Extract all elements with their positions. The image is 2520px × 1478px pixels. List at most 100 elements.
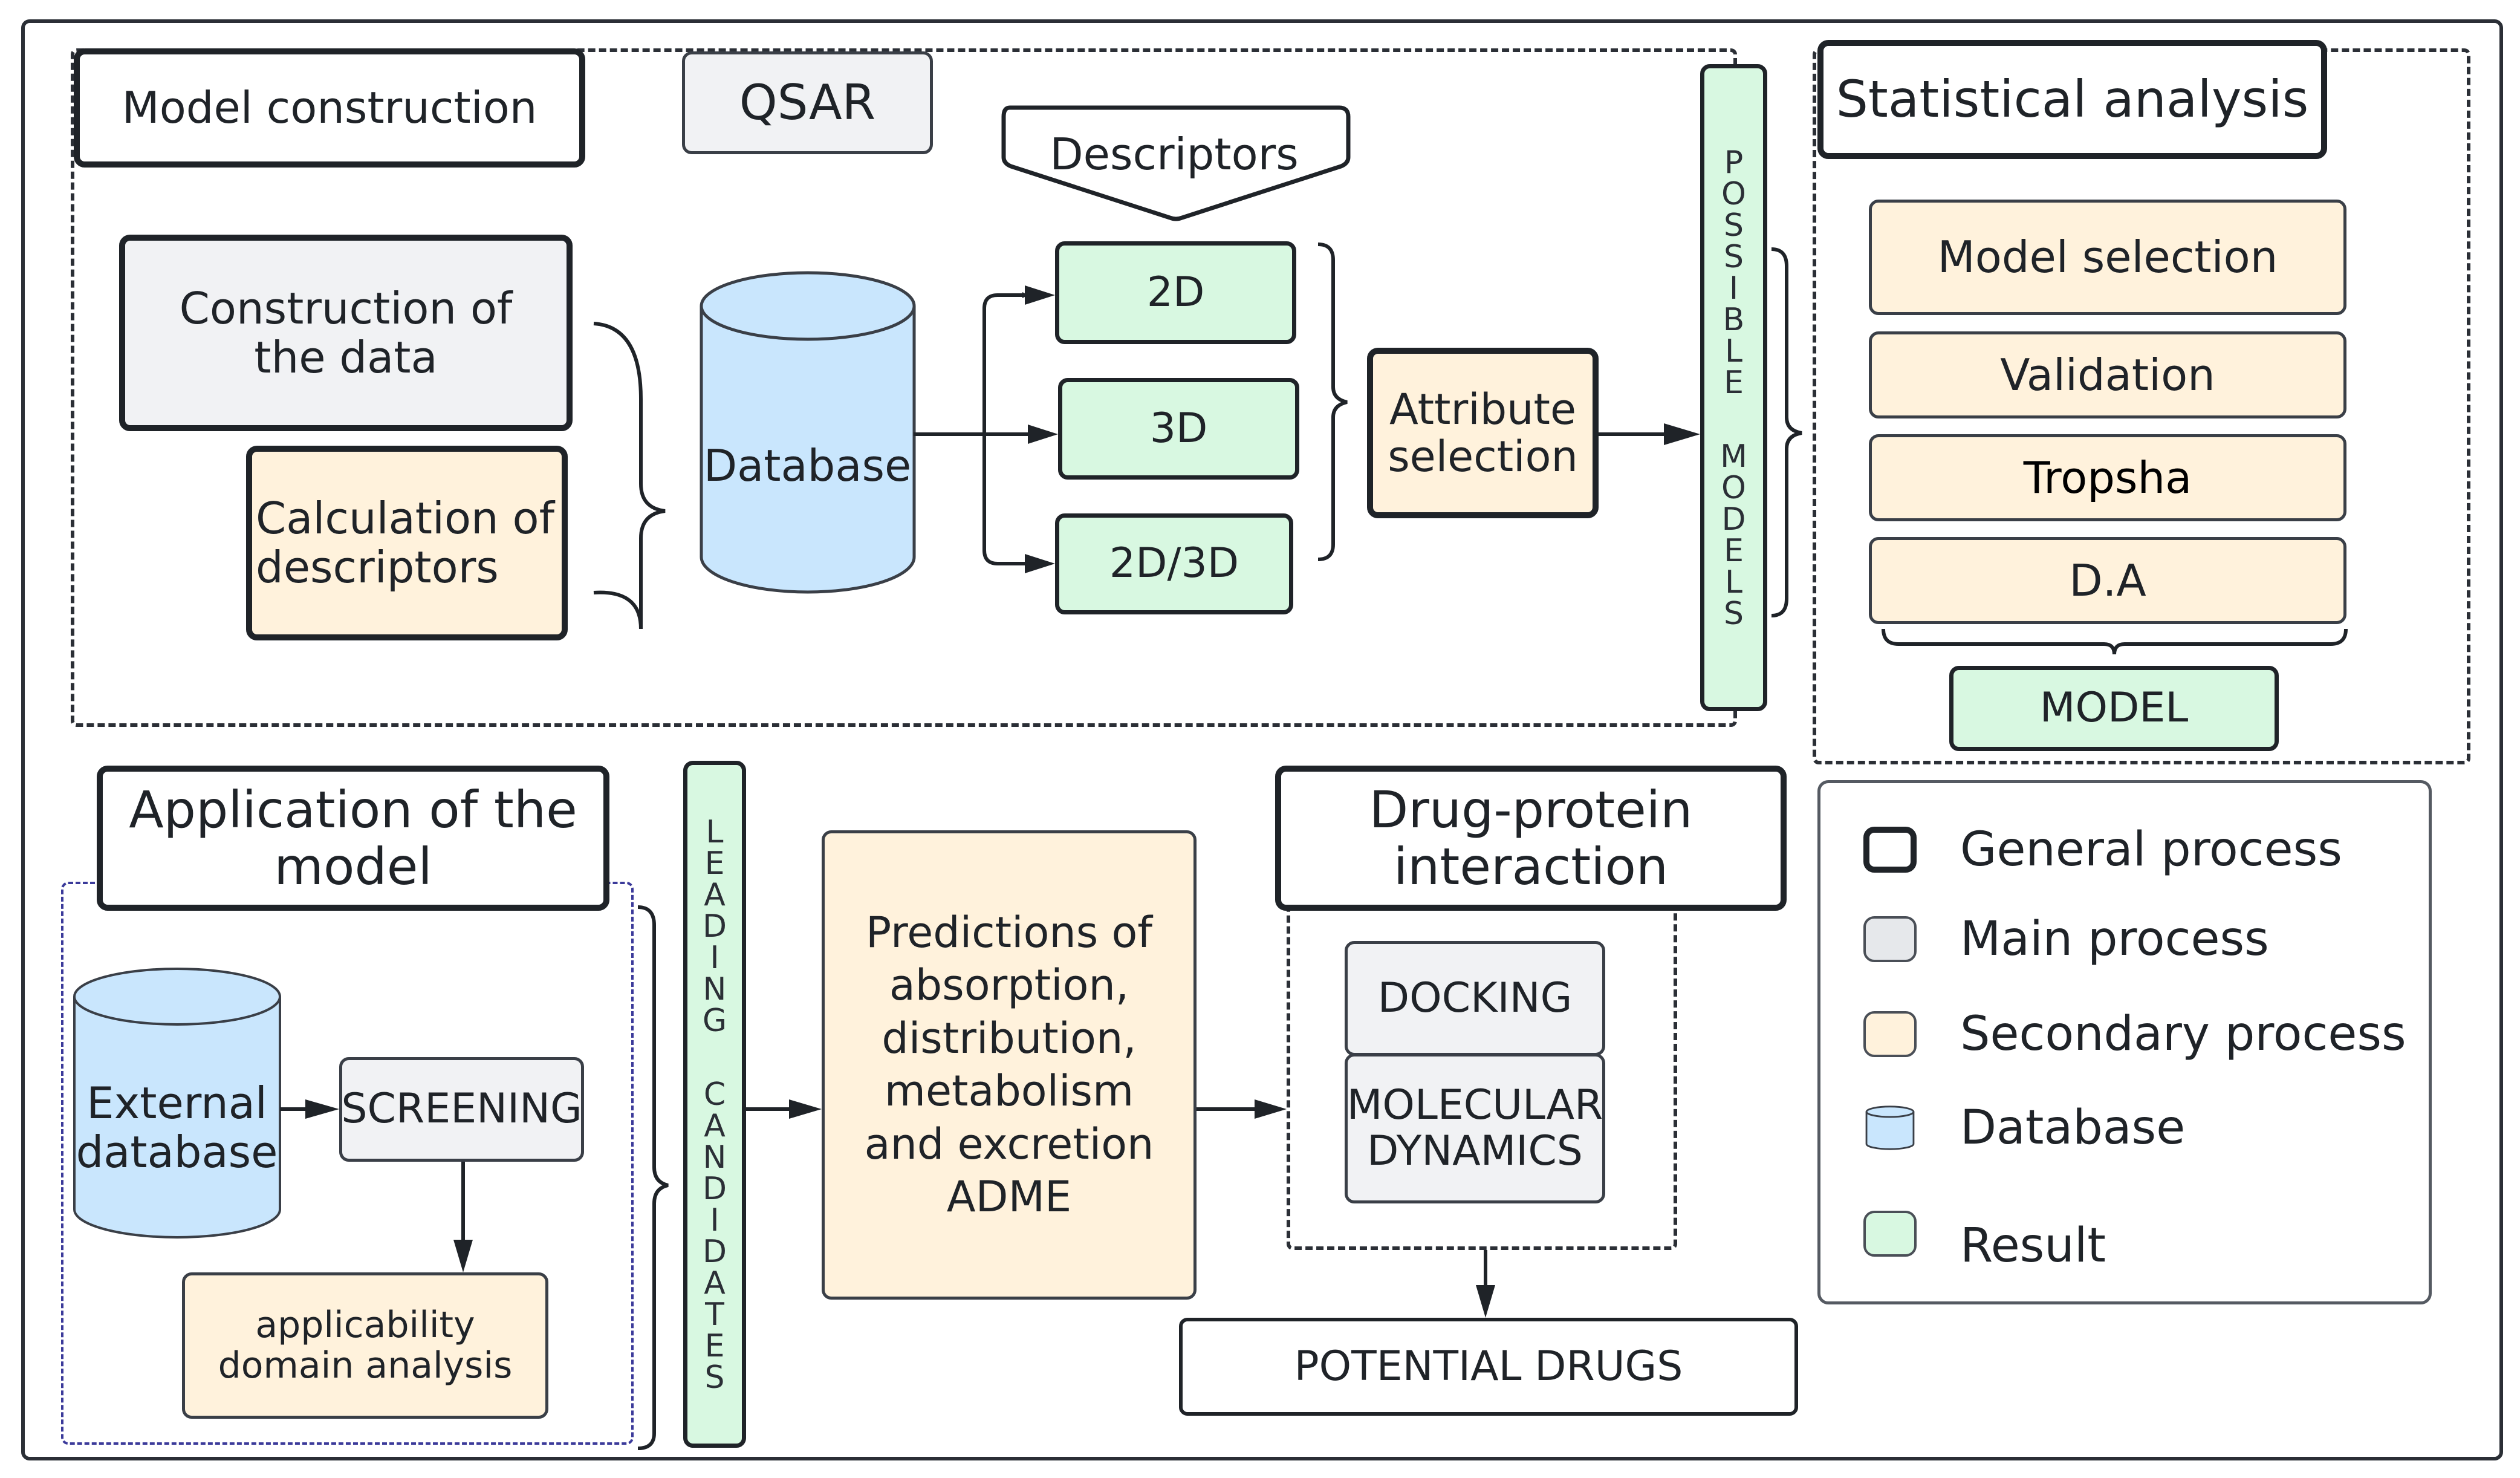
vertical-letter: T bbox=[705, 1297, 724, 1333]
arrowhead-drugprotein bbox=[1255, 1099, 1287, 1119]
descriptors-header-shape bbox=[1001, 105, 1351, 221]
vertical-letter: I bbox=[1729, 270, 1739, 307]
database-cylinder-icon bbox=[700, 271, 916, 594]
legend-item-result: Result bbox=[1863, 1194, 2106, 1273]
descriptor-2d-box: 2D bbox=[1055, 241, 1296, 344]
model-selection-box: Model selection bbox=[1869, 200, 2346, 315]
arrowhead-possible-models bbox=[1664, 423, 1700, 445]
rounded-square-outline-icon bbox=[1863, 827, 1917, 873]
arrowhead-2d3d bbox=[1025, 554, 1055, 573]
cylinder-icon bbox=[1865, 1105, 1915, 1150]
arrowhead-applicability bbox=[453, 1240, 473, 1272]
vertical-letter: S bbox=[704, 1359, 725, 1396]
arrowhead-potential bbox=[1476, 1285, 1495, 1318]
brace-inputs bbox=[593, 322, 666, 630]
vertical-letter: A bbox=[704, 1108, 726, 1144]
diagram-frame bbox=[21, 19, 2503, 1460]
legend-item-database: Database bbox=[1863, 1101, 2185, 1155]
arrowhead-3d bbox=[1028, 425, 1058, 444]
brace-statistical bbox=[1882, 628, 2348, 655]
vertical-letter: E bbox=[704, 1328, 725, 1364]
construction-of-data-text: Construction of the data bbox=[179, 282, 513, 383]
vertical-letter: C bbox=[703, 1076, 726, 1113]
molecular-dynamics-text: MOLECULAR DYNAMICS bbox=[1346, 1081, 1603, 1175]
legend-label: Main process bbox=[1960, 912, 2269, 966]
qsar-label: QSAR bbox=[682, 51, 933, 154]
tropsha-text: Tropsha bbox=[2023, 452, 2192, 503]
brace-descriptors bbox=[1317, 243, 1348, 561]
vertical-letter: O bbox=[1721, 176, 1746, 212]
arrowhead-screening bbox=[305, 1099, 339, 1119]
construction-of-data-box: Construction of the data bbox=[119, 235, 573, 431]
da-box: D.A bbox=[1869, 537, 2346, 624]
vertical-letter: E bbox=[704, 845, 725, 882]
applicability-box: applicability domain analysis bbox=[182, 1272, 548, 1419]
vertical-letter: D bbox=[1721, 501, 1746, 538]
vertical-letter: O bbox=[1721, 470, 1746, 506]
descriptor-3d-text: 3D bbox=[1149, 404, 1208, 452]
legend-label: Result bbox=[1960, 1219, 2106, 1273]
arrowhead-2d bbox=[1025, 285, 1055, 305]
legend-label: General process bbox=[1960, 822, 2342, 877]
statistical-analysis-title-text: Statistical analysis bbox=[1836, 70, 2309, 129]
descriptors-header: Descriptors bbox=[1001, 121, 1348, 187]
qsar-text: QSAR bbox=[739, 74, 876, 131]
gray-square-icon bbox=[1863, 916, 1917, 962]
legend bbox=[1817, 780, 2432, 1304]
vertical-letter: G bbox=[702, 1003, 727, 1039]
connector-to-2d bbox=[982, 292, 1028, 434]
green-square-icon bbox=[1863, 1211, 1917, 1257]
vertical-letter: N bbox=[703, 1139, 727, 1176]
external-database-label: External database bbox=[74, 1067, 280, 1188]
calculation-of-descriptors-box: Calculation of descriptors bbox=[246, 446, 568, 640]
legend-label: Database bbox=[1960, 1101, 2186, 1155]
vertical-letter: P bbox=[1724, 145, 1744, 181]
model-result-box: MODEL bbox=[1949, 666, 2279, 751]
validation-box: Validation bbox=[1869, 331, 2346, 418]
vertical-letter: A bbox=[704, 1265, 726, 1301]
arrowhead-adme bbox=[789, 1099, 822, 1119]
database-label: Database bbox=[701, 423, 914, 508]
vertical-letter: I bbox=[710, 940, 719, 976]
brace-possible-models bbox=[1771, 247, 1802, 617]
molecular-dynamics-box: MOLECULAR DYNAMICS bbox=[1345, 1053, 1605, 1203]
brace-application bbox=[637, 905, 669, 1450]
vertical-letter: A bbox=[704, 877, 726, 913]
legend-item-secondary: Secondary process bbox=[1863, 1007, 2406, 1061]
descriptors-header-text: Descriptors bbox=[1050, 128, 1299, 180]
connector-to-2d3d bbox=[982, 434, 1028, 565]
model-construction-title-text: Model construction bbox=[122, 82, 537, 134]
drug-protein-title: Drug-protein interaction bbox=[1275, 766, 1787, 911]
vertical-letter: D bbox=[702, 908, 727, 945]
vertical-letter: E bbox=[1724, 365, 1744, 401]
tropsha-box: Tropsha bbox=[1869, 434, 2346, 521]
da-text: D.A bbox=[2069, 555, 2146, 606]
screening-text: SCREENING bbox=[341, 1085, 582, 1133]
model-construction-title: Model construction bbox=[74, 48, 585, 168]
vertical-letter: E bbox=[1724, 533, 1744, 569]
vertical-letter: B bbox=[1723, 302, 1745, 338]
vertical-letter: L bbox=[706, 814, 724, 850]
vertical-letter: I bbox=[710, 1202, 719, 1239]
model-selection-text: Model selection bbox=[1937, 232, 2278, 283]
adme-text: Predictions of absorption, distribution,… bbox=[864, 907, 1154, 1222]
attribute-selection-text: Attribute selection bbox=[1388, 384, 1578, 481]
descriptor-2d3d-text: 2D/3D bbox=[1109, 539, 1239, 588]
descriptor-2d3d-box: 2D/3D bbox=[1055, 513, 1293, 614]
attribute-selection-box: Attribute selection bbox=[1367, 348, 1599, 518]
legend-label: Secondary process bbox=[1960, 1007, 2406, 1061]
legend-item-general: General process bbox=[1863, 822, 2342, 877]
vertical-letter: S bbox=[1723, 596, 1744, 632]
vertical-letter: M bbox=[1720, 438, 1747, 475]
vertical-letter: D bbox=[702, 1171, 727, 1207]
docking-text: DOCKING bbox=[1377, 974, 1573, 1022]
vertical-letter: N bbox=[703, 971, 727, 1008]
database-text: Database bbox=[703, 440, 912, 491]
legend-item-main: Main process bbox=[1863, 912, 2269, 966]
vertical-letter: D bbox=[702, 1234, 727, 1270]
vertical-letter: S bbox=[1723, 207, 1744, 244]
vertical-letter: L bbox=[1725, 564, 1742, 601]
